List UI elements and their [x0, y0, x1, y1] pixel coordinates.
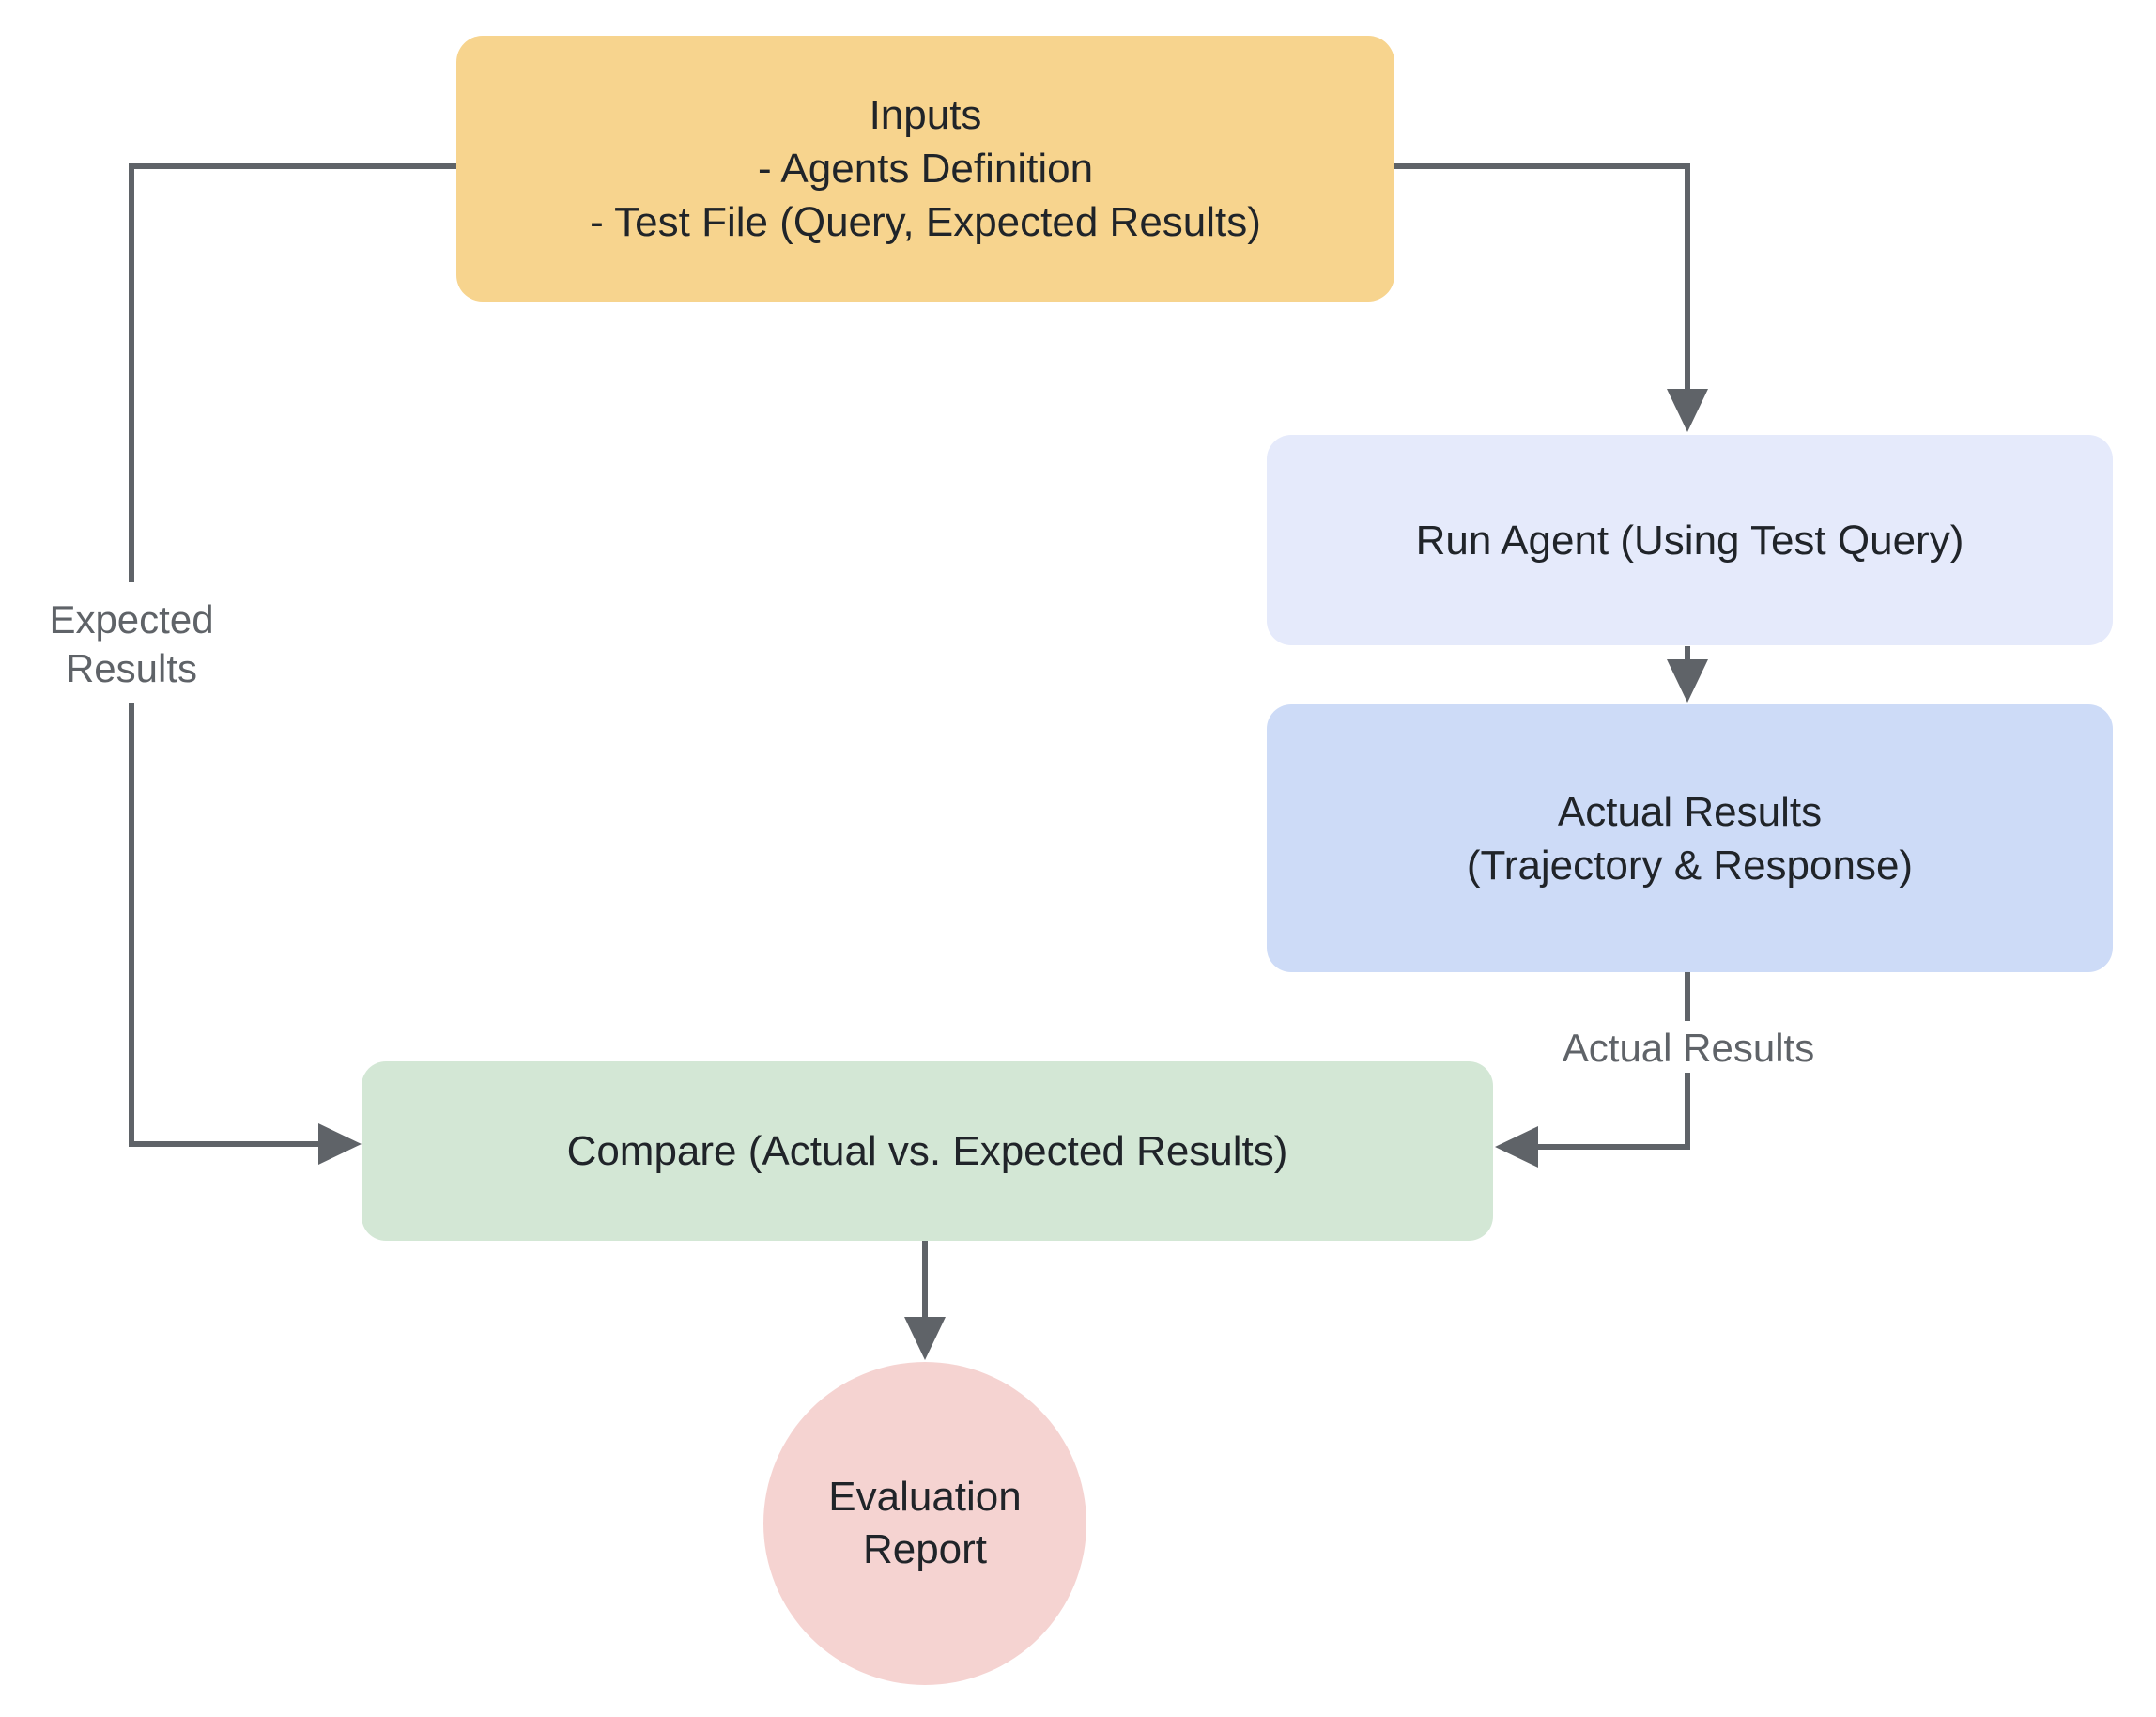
node-inputs: Inputs - Agents Definition - Test File (…	[456, 36, 1394, 302]
node-inputs-item-agents-definition: - Agents Definition	[757, 146, 1094, 192]
node-compare: Compare (Actual vs. Expected Results)	[362, 1061, 1493, 1241]
edge-label-expected-results: Expected Results	[9, 596, 254, 693]
edge-inputs-to-run-agent-vertical-segment	[1685, 163, 1690, 393]
node-inputs-title: Inputs	[869, 92, 982, 138]
node-run-agent: Run Agent (Using Test Query)	[1267, 435, 2113, 645]
edge-label-actual-results: Actual Results	[1562, 1026, 1815, 1070]
edge-expected-results-vertical-lower-segment	[129, 703, 134, 1147]
edge-actual-results-vertical-lower-segment	[1685, 1073, 1690, 1150]
edge-inputs-to-run-agent-horizontal-segment	[1394, 163, 1690, 169]
arrowhead-down-icon	[1667, 389, 1708, 432]
node-run-agent-label: Run Agent (Using Test Query)	[1415, 517, 1964, 564]
edge-label-expected-results-line1: Expected	[49, 597, 214, 642]
edge-expected-results-bottom-segment	[129, 1141, 318, 1147]
edge-actual-results-vertical-upper-segment	[1685, 972, 1690, 1021]
node-evaluation-report: Evaluation Report	[763, 1362, 1086, 1685]
node-evaluation-report-line2: Report	[862, 1526, 988, 1572]
arrowhead-down-icon	[1667, 659, 1708, 703]
node-compare-label: Compare (Actual vs. Expected Results)	[566, 1128, 1288, 1174]
node-evaluation-report-line1: Evaluation	[828, 1474, 1022, 1520]
edge-label-expected-results-line2: Results	[65, 646, 198, 690]
edge-expected-results-vertical-upper-segment	[129, 163, 134, 582]
edge-run-agent-to-actual-results-segment	[1685, 646, 1690, 661]
node-inputs-item-test-file: - Test File (Query, Expected Results)	[590, 199, 1261, 245]
edge-expected-results-top-segment	[129, 163, 456, 169]
edge-actual-results-horizontal-segment	[1538, 1144, 1690, 1150]
arrowhead-down-icon	[904, 1317, 946, 1360]
arrowhead-left-icon	[1495, 1126, 1538, 1168]
node-actual-results-line1: Actual Results	[1557, 788, 1823, 835]
arrowhead-right-icon	[318, 1123, 362, 1165]
node-actual-results: Actual Results (Trajectory & Response)	[1267, 704, 2113, 972]
node-actual-results-line2: (Trajectory & Response)	[1466, 842, 1914, 889]
edge-compare-to-report-segment	[922, 1241, 928, 1318]
